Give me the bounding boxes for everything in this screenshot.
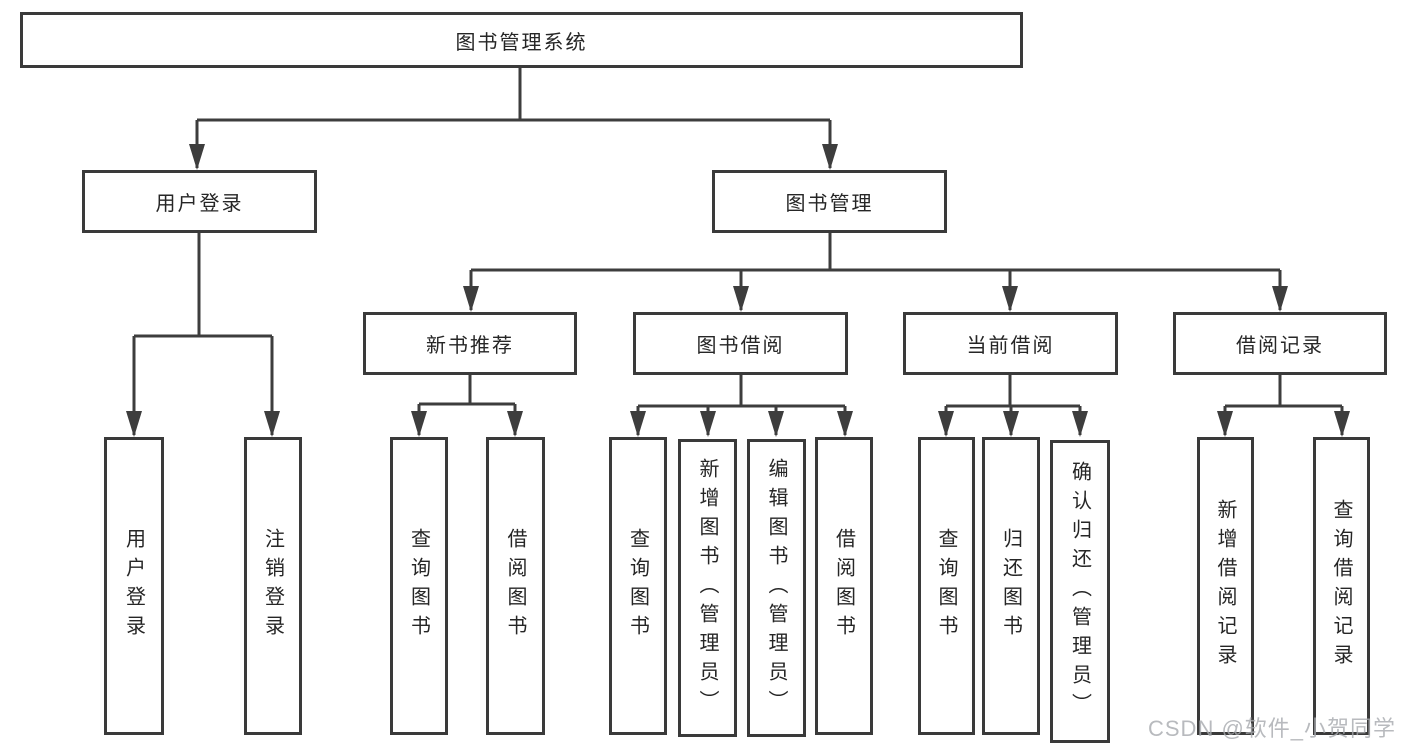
leaf-borrowing-borrow-books: 借阅图书 [815,437,873,735]
leaf-borrowing-add-books-admin: 新增图书（管理员） [678,439,737,737]
leaf-recommend-borrow-books: 借阅图书 [486,437,545,735]
leaf-borrowing-query-books: 查询图书 [609,437,667,735]
leaf-logout: 注销登录 [244,437,302,735]
leaf-borrowing-edit-books-admin: 编辑图书（管理员） [747,439,806,737]
leaf-user-login: 用户登录 [104,437,164,735]
node-borrowing-records: 借阅记录 [1173,312,1387,375]
leaf-current-query-books: 查询图书 [918,437,975,735]
leaf-current-confirm-return-admin: 确认归还（管理员） [1050,440,1110,743]
node-current-borrowing: 当前借阅 [903,312,1118,375]
leaf-current-return-books: 归还图书 [982,437,1040,735]
leaf-records-add-record: 新增借阅记录 [1197,437,1254,735]
node-user-login: 用户登录 [82,170,317,233]
node-book-management: 图书管理 [712,170,947,233]
node-root: 图书管理系统 [20,12,1023,68]
leaf-records-query-record: 查询借阅记录 [1313,437,1370,735]
node-new-book-recommend: 新书推荐 [363,312,577,375]
node-book-borrowing: 图书借阅 [633,312,848,375]
leaf-recommend-query-books: 查询图书 [390,437,448,735]
